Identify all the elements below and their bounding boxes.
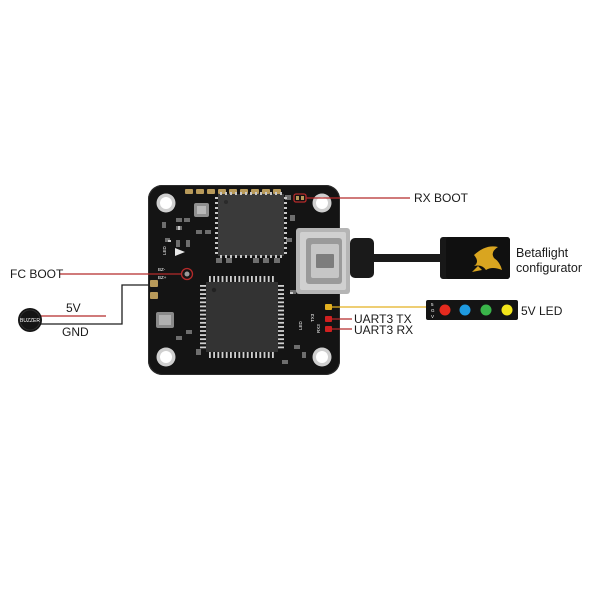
gnd-label: GND: [62, 325, 89, 339]
betaflight-label-line2: configurator: [516, 261, 582, 275]
uart3-pads: TX3 RX3 LED: [298, 304, 332, 333]
rx-boot-label: RX BOOT: [414, 191, 469, 205]
fc-boot-label: FC BOOT: [10, 267, 64, 281]
betaflight-label-line1: Betaflight: [516, 246, 569, 260]
micro-usb-port: [296, 228, 350, 294]
svg-text:5: 5: [431, 302, 434, 307]
leader-lines: [35, 197, 430, 330]
5v-led-label: 5V LED: [521, 304, 563, 318]
svg-text:BZ+: BZ+: [158, 275, 167, 280]
svg-text:LED: LED: [162, 245, 167, 255]
5v-label: 5V: [66, 301, 81, 315]
uart3-tx-label: UART3 TX: [354, 312, 412, 326]
svg-text:RX3: RX3: [316, 324, 321, 333]
svg-text:LED: LED: [298, 320, 303, 330]
svg-text:V: V: [431, 314, 434, 319]
upper-ic-chip: [215, 192, 287, 258]
main-mcu-chip: [200, 276, 284, 358]
buzzer: BUZZER: [18, 308, 42, 332]
svg-text:BZ-: BZ-: [158, 267, 166, 272]
betaflight-logo-icon: [472, 246, 502, 272]
led-blue: [459, 304, 471, 316]
led-green: [480, 304, 492, 316]
flight-controller-board: LED BZ- BZ+ TX3 RX3 LED: [148, 185, 350, 375]
led-strip: 5 G V: [426, 300, 518, 320]
led-yellow: [501, 304, 513, 316]
mounting-holes: [156, 193, 332, 367]
svg-text:G: G: [431, 308, 435, 313]
uart3-rx-label: UART3 RX: [354, 323, 413, 337]
svg-text:TX3: TX3: [310, 313, 315, 322]
left-pads: [150, 280, 174, 328]
buzzer-label: BUZZER: [20, 318, 40, 324]
led-red: [439, 304, 451, 316]
fc-boot-button: [180, 267, 194, 281]
